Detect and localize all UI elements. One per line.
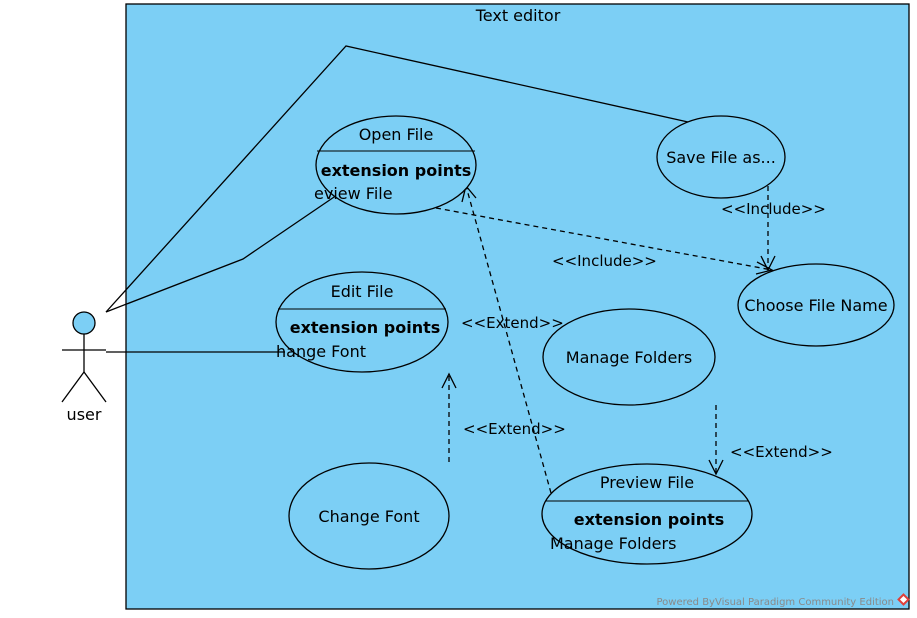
arrow-head <box>760 255 776 272</box>
extension-points-title: extension points <box>290 318 441 337</box>
extend-change-to-edit[interactable] <box>441 372 457 462</box>
extend-label-preview-open: <<Extend>> <box>461 314 564 332</box>
actor-name: user <box>67 405 102 424</box>
extension-point: Manage Folders <box>550 534 676 553</box>
extension-points-title: extension points <box>321 161 472 180</box>
include-label-save-choose: <<Include>> <box>721 200 826 218</box>
use-case-shape <box>656 115 786 199</box>
use-case-shape <box>541 463 753 565</box>
use-case-manage-folders[interactable]: Manage Folders <box>542 308 716 406</box>
watermark-text: Powered ByVisual Paradigm Community Edit… <box>657 597 895 608</box>
include-save-to-choose[interactable] <box>760 186 776 272</box>
arrow-head <box>441 372 457 389</box>
use-case-name: Open File <box>359 125 434 144</box>
extension-point: eview File <box>314 184 393 203</box>
extend-label-manage-preview: <<Extend>> <box>730 443 833 461</box>
extension-point: hange Font <box>276 342 366 361</box>
association-user-open-file[interactable] <box>105 192 341 313</box>
actor-user[interactable]: user <box>61 311 107 424</box>
use-case-shape <box>275 271 449 373</box>
extend-manage-to-preview[interactable] <box>708 405 724 476</box>
use-case-name: Preview File <box>600 473 694 492</box>
use-case-open-file[interactable]: Open File extension points eview File <box>314 115 477 215</box>
extend-label-change-edit: <<Extend>> <box>463 420 566 438</box>
arrow-head <box>755 261 774 275</box>
use-case-shape <box>315 115 477 215</box>
use-case-save-file-as[interactable]: Save File as... <box>656 115 786 199</box>
use-case-change-font[interactable]: Change Font <box>288 462 450 570</box>
use-case-shape <box>288 462 450 570</box>
actor-leg-right <box>83 371 107 403</box>
use-case-name: Save File as... <box>666 148 776 167</box>
include-label-open-choose: <<Include>> <box>552 252 657 270</box>
use-case-edit-file[interactable]: Edit File extension points hange Font <box>275 271 449 373</box>
system-title: Text editor <box>475 6 561 25</box>
extension-points-title: extension points <box>574 510 725 529</box>
use-case-shape <box>542 308 716 406</box>
use-case-preview-file[interactable]: Preview File extension points Manage Fol… <box>541 463 753 565</box>
use-case-shape <box>737 263 895 347</box>
extend-line <box>465 185 552 494</box>
use-case-name: Manage Folders <box>566 348 692 367</box>
include-line <box>435 207 773 271</box>
arrow-head <box>708 459 724 476</box>
actor-leg-left <box>61 371 85 403</box>
association-user-save-file[interactable] <box>105 45 689 313</box>
actor-head <box>72 311 96 335</box>
use-case-name: Edit File <box>331 282 394 301</box>
use-case-name: Change Font <box>318 507 419 526</box>
use-case-name: Choose File Name <box>744 296 887 315</box>
use-case-choose-file-name[interactable]: Choose File Name <box>737 263 895 347</box>
include-open-to-choose[interactable] <box>435 207 774 275</box>
